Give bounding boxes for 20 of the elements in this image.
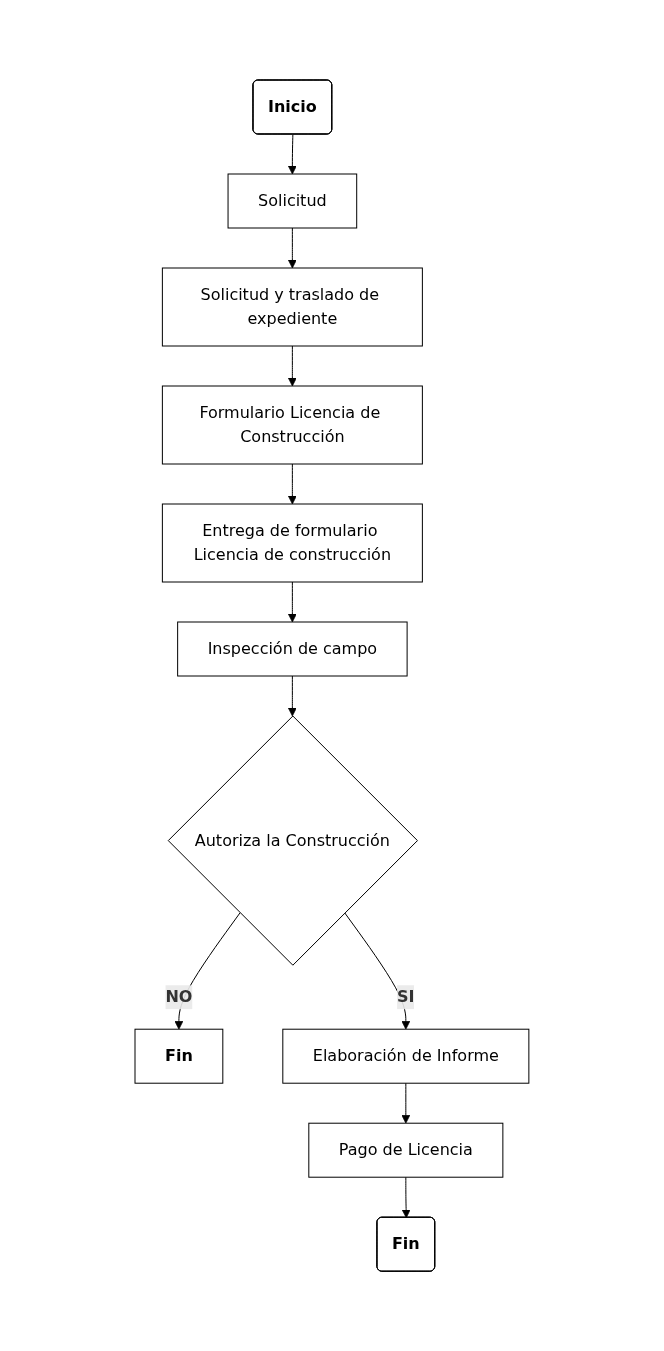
node-box: Solicitud [227,173,358,229]
node-diamond: Autoriza la Construcción [167,715,419,966]
arrow [401,1176,411,1218]
node-box: Elaboración de Informe [282,1028,530,1084]
node-box: Pago de Licencia [308,1122,504,1178]
arrow [401,1082,411,1124]
node-box: Inspección de campo [177,621,408,677]
arrow [288,133,297,175]
arrow [288,463,297,505]
arrow [344,912,411,1030]
arrow [288,581,297,623]
edge-label: NO [165,987,193,1007]
node-box: Entrega de formulario Licencia de construcción [161,503,423,583]
node-box: Fin [134,1028,224,1084]
node-box: Solicitud y traslado de expediente [161,267,423,347]
arrow [288,675,297,717]
arrow [288,345,297,387]
node-box: Formulario Licencia de Construcción [161,385,423,465]
arrow [288,227,297,269]
edge-label: SI [397,987,415,1007]
